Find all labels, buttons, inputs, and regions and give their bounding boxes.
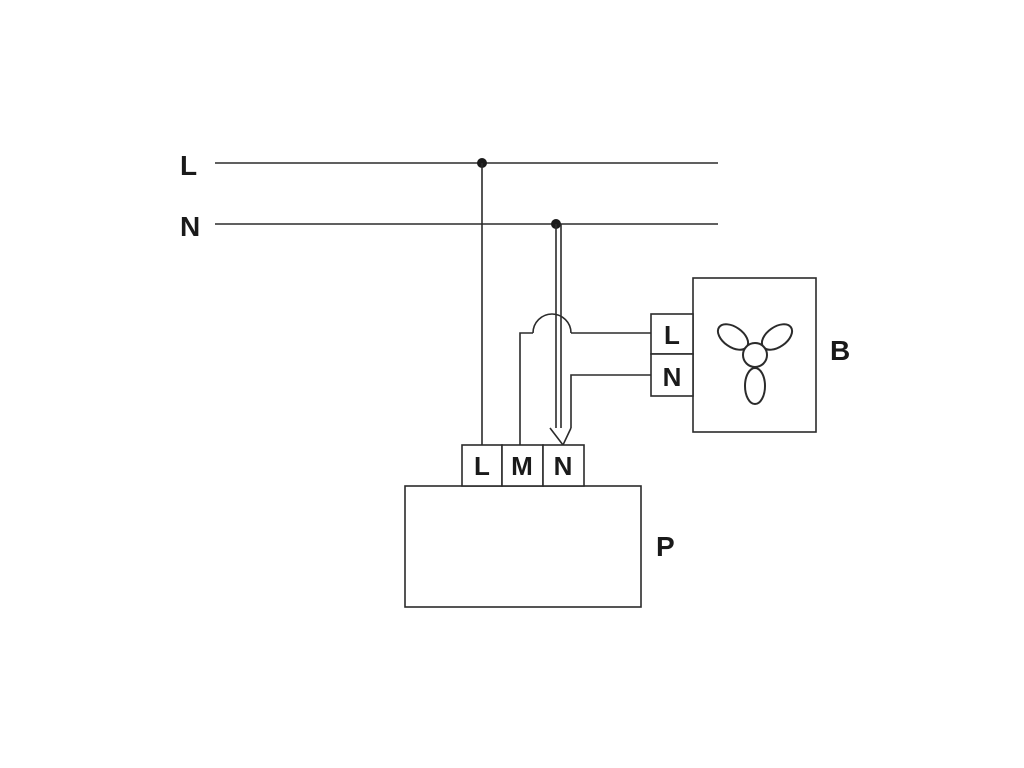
fan-blade-bottom (744, 367, 766, 405)
fan-icon (716, 323, 794, 405)
fan-hub (742, 342, 768, 368)
fan-terminal-n-label: N (663, 362, 682, 392)
wire-neutral-tip (549, 427, 572, 447)
controller-terminal-m-label: M (511, 451, 533, 481)
fan-terminal-n (650, 353, 694, 397)
fan-terminal-l (650, 313, 694, 355)
controller-terminal-l-label: L (474, 451, 490, 481)
wire-m-to-fan-l (519, 332, 533, 445)
supply-line-label: L (180, 150, 197, 181)
fan-terminal-l-label: L (664, 320, 680, 350)
controller-terminal-m (501, 444, 544, 487)
controller-terminal-n-label: N (554, 451, 573, 481)
fan-label: B (830, 335, 850, 366)
controller-terminal-n (542, 444, 585, 487)
supply-neutral-label: N (180, 211, 200, 242)
wire-crossover-hop (532, 313, 572, 334)
controller-label: P (656, 531, 675, 562)
wire-fan-n-to-neutral (570, 374, 651, 428)
controller-box (404, 485, 642, 608)
